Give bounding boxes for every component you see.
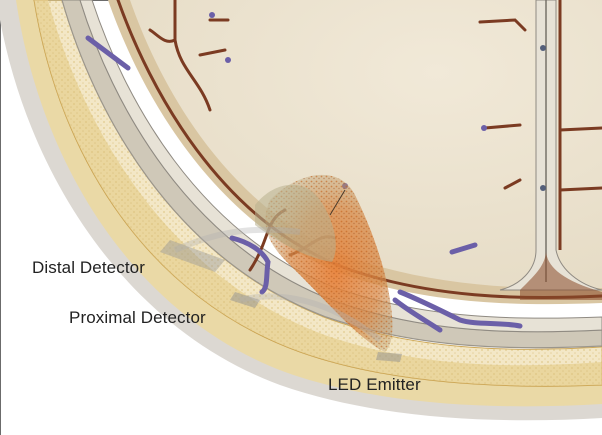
proximal-detector-label: Proximal Detector	[69, 308, 206, 328]
led-emitter-label: LED Emitter	[328, 375, 421, 395]
distal-detector-label: Distal Detector	[32, 258, 145, 278]
